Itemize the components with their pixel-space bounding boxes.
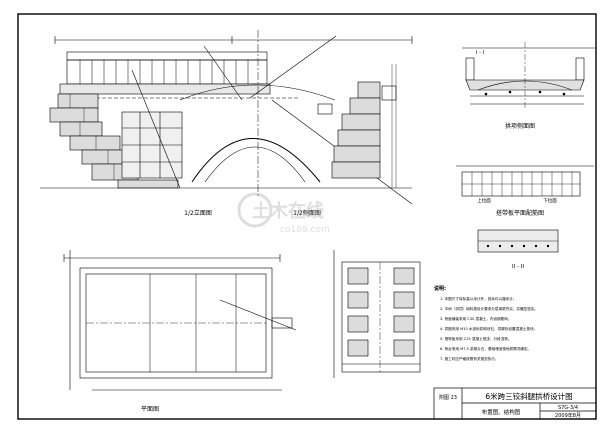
label-up-span: 上拉面 bbox=[477, 197, 491, 204]
sheet-border bbox=[17, 13, 597, 420]
note-item: 7. 施工时应严格按照有关规范执行。 bbox=[440, 356, 498, 361]
drawing-number: 附图 23 bbox=[439, 394, 457, 401]
label-down-span: 下拉面 bbox=[543, 197, 557, 204]
plan-view bbox=[63, 250, 297, 391]
right-abutment bbox=[331, 81, 381, 179]
abutment-plan bbox=[333, 250, 421, 378]
label-section-2: II - II bbox=[512, 264, 524, 270]
label-section-1: I - I bbox=[476, 50, 484, 56]
drawing-date: 2009年8月 bbox=[555, 412, 581, 419]
note-item: 6. 桥台采用 M7.5 浆砌片石，基础埋深按地质情况确定。 bbox=[440, 346, 531, 351]
drawing-code: S7G-3/4 bbox=[558, 405, 578, 411]
design-notes: 说明: 1. 本图尺寸除标高以米计外，其余均以厘米计。 2. 中间（拱顶）填料按… bbox=[434, 285, 538, 361]
label-half-elevation: 1/2立面图 bbox=[184, 209, 212, 217]
note-item: 4. 拱圈采用 M10 水泥砂浆砌块石，拱脚处设置混凝土垫块。 bbox=[440, 326, 537, 331]
note-item: 1. 本图尺寸除标高以米计外，其余均以厘米计。 bbox=[440, 296, 516, 301]
title-block bbox=[433, 387, 597, 420]
section-2-detail bbox=[477, 229, 559, 253]
drawing-subtitle: 布置图、结构图 bbox=[482, 408, 521, 416]
note-item: 2. 中间（拱顶）填料按设计要求分层填筑夯实，并碾压密实。 bbox=[440, 306, 538, 311]
watermark-cn: 土木在线 bbox=[252, 200, 324, 222]
label-arch-section: 拱项侧面图 bbox=[505, 122, 535, 130]
notes-title: 说明: bbox=[434, 285, 446, 292]
drawing-title: 6米跨三铰斜腿拱桥设计图 bbox=[485, 391, 572, 401]
watermark-logo: 土木在线 co188.com bbox=[237, 192, 330, 235]
deck-reinforcement-plan bbox=[456, 165, 594, 197]
elevation-view bbox=[40, 30, 413, 205]
arch-section-detail bbox=[462, 42, 596, 110]
note-item: 3. 桥面铺装采用 C30 混凝土，内设钢筋网。 bbox=[440, 316, 511, 321]
label-plan: 平面图 bbox=[141, 406, 159, 413]
label-deck-reinforcement: 搭带板平面配筋图 bbox=[496, 209, 544, 217]
note-item: 5. 搭带板采用 C25 混凝土现浇，分段浇筑。 bbox=[440, 336, 511, 341]
watermark-en: co188.com bbox=[280, 225, 330, 235]
label-half-section: 1/2侧面图 bbox=[293, 209, 321, 217]
